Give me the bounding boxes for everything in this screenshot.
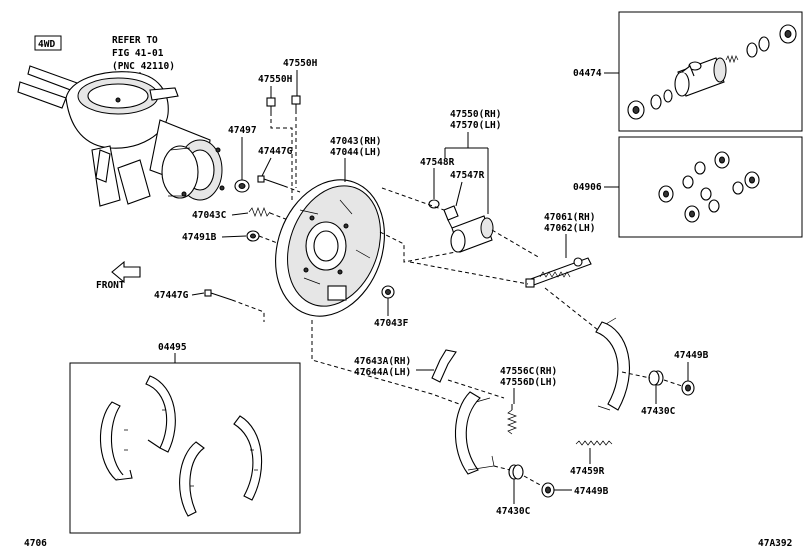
label-47449B-b: 47449B (574, 486, 609, 497)
label-47550H-a: 47550H (283, 58, 318, 69)
label-47447G-b: 47447G (154, 290, 189, 301)
badge-frame (34, 35, 62, 51)
spring-47043C (248, 207, 271, 217)
label-47491B: 47491B (182, 232, 217, 243)
kit-04474-parts (627, 24, 797, 120)
label-47459R: 47459R (570, 466, 605, 477)
label-47430C-b: 47430C (496, 506, 531, 517)
label-47550RH: 47550(RH) (450, 109, 501, 120)
bolt-47447G-b (204, 289, 233, 301)
label-47447G-a: 47447G (258, 146, 293, 157)
backing-plate-47043 (275, 179, 385, 317)
label-47043RH: 47043(RH) (330, 136, 381, 147)
refer-note-line-2: FIG 41-01 (112, 48, 164, 59)
label-47430C-a: 47430C (641, 406, 676, 417)
kit-04906-parts (658, 151, 760, 223)
adjuster-47061 (525, 257, 592, 288)
wheel-cylinder (450, 215, 494, 253)
label-47570LH: 47570(LH) (450, 120, 501, 131)
label-47644A: 47644A(LH) (354, 367, 411, 378)
kit-04495-shoes (99, 375, 263, 517)
kit-box-04906 (618, 136, 803, 238)
label-47043C: 47043C (192, 210, 227, 221)
kit-box-04474 (618, 11, 803, 132)
label-47044LH: 47044(LH) (330, 147, 381, 158)
badge-4wd: 4WD (38, 39, 55, 50)
label-47497: 47497 (228, 125, 257, 136)
label-04495: 04495 (158, 342, 187, 353)
cap-47548R (428, 199, 440, 209)
label-04906: 04906 (573, 182, 602, 193)
footer-right-code: 47A392 (758, 538, 792, 549)
axle-housing-illustration (17, 65, 225, 207)
label-47449B-a: 47449B (674, 350, 709, 361)
spring-47430C-b (508, 464, 524, 480)
label-47556D: 47556D(LH) (500, 377, 557, 388)
bleeder-plug-47550H-a (266, 97, 276, 112)
spring-47556C (507, 404, 517, 435)
footer-left-code: 4706 (24, 538, 47, 549)
label-47556C: 47556C(RH) (500, 366, 557, 377)
bolt-47447G-a (257, 175, 285, 187)
spring-47459R (575, 440, 613, 446)
front-arrow-icon (111, 260, 141, 284)
washer-47449B-b (541, 482, 555, 498)
label-04474: 04474 (573, 68, 602, 79)
lever-47643A (431, 349, 457, 383)
bleeder-47547R (443, 205, 459, 229)
washer-47449B-a (681, 380, 695, 396)
spring-47430C-a (648, 370, 664, 386)
grommet-47491B (246, 230, 260, 242)
kit-box-04495 (69, 362, 301, 534)
label-47062LH: 47062(LH) (544, 223, 595, 234)
label-47643A: 47643A(RH) (354, 356, 411, 367)
label-47550H-b: 47550H (258, 74, 293, 85)
refer-note-line-1: REFER TO (112, 35, 158, 46)
front-label: FRONT (96, 280, 125, 291)
label-47061RH: 47061(RH) (544, 212, 595, 223)
brake-shoe-upper (595, 317, 631, 411)
bleeder-plug-47550H-b (291, 95, 301, 110)
label-47548R: 47548R (420, 157, 455, 168)
brake-shoe-lower (454, 391, 495, 475)
cap-47497 (234, 179, 250, 193)
plug-47043F (381, 285, 395, 299)
label-47547R: 47547R (450, 170, 485, 181)
refer-note-line-3: (PNC 42110) (112, 61, 175, 72)
label-47043F: 47043F (374, 318, 409, 329)
